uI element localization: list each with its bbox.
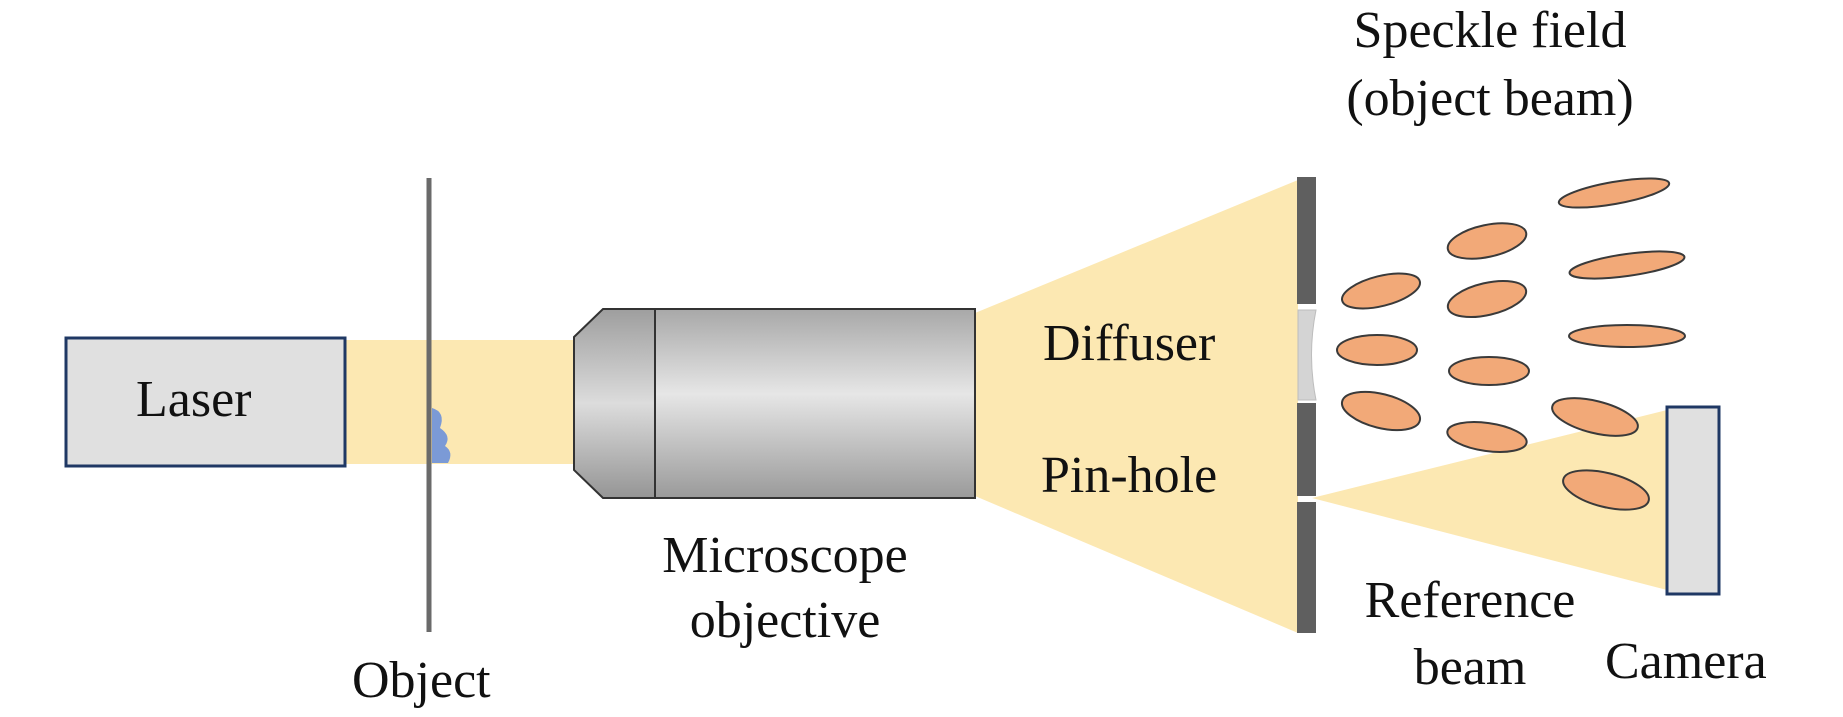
objective-body xyxy=(654,308,976,499)
speckle-grain xyxy=(1551,397,1639,437)
diverging-beam xyxy=(975,180,1298,633)
laser-label: Laser xyxy=(136,371,252,428)
laser-box xyxy=(64,336,347,468)
screen-middle xyxy=(1297,403,1316,496)
speckle-grain xyxy=(1568,250,1686,280)
objective-nose xyxy=(573,308,656,499)
reference-beam xyxy=(1312,410,1667,590)
reference-beam-label-line2: beam xyxy=(1413,639,1527,696)
speckle-grain xyxy=(1446,222,1528,260)
speckle-grain xyxy=(1562,469,1650,511)
reference-beam-label-line1: Reference xyxy=(1364,572,1576,629)
speckle-label-line1: Speckle field xyxy=(1353,2,1627,59)
pinhole-label: Pin-hole xyxy=(1041,447,1218,504)
speckle-grain xyxy=(1340,390,1422,432)
object-label: Object xyxy=(352,652,491,709)
diffuser-label: Diffuser xyxy=(1043,315,1216,372)
speckle-grain xyxy=(1341,272,1421,310)
speckle-grain xyxy=(1557,177,1671,209)
object-specimen xyxy=(432,408,451,463)
speckle-field xyxy=(1336,177,1686,511)
speckle-grain xyxy=(1568,324,1686,348)
microscope-label-line1: Microscope xyxy=(662,527,908,584)
speckle-grain xyxy=(1446,279,1528,319)
laser-beam xyxy=(345,340,581,464)
camera-label: Camera xyxy=(1605,633,1767,690)
microscope-label-line2: objective xyxy=(689,592,881,649)
speckle-label-line2: (object beam) xyxy=(1346,70,1634,127)
screen-upper xyxy=(1297,177,1316,304)
diffuser-element xyxy=(1297,309,1317,401)
speckle-grain xyxy=(1446,421,1528,453)
speckle-grain xyxy=(1448,356,1530,386)
speckle-grain xyxy=(1336,334,1418,366)
camera-sensor xyxy=(1665,405,1721,596)
screen-lower xyxy=(1297,502,1316,633)
